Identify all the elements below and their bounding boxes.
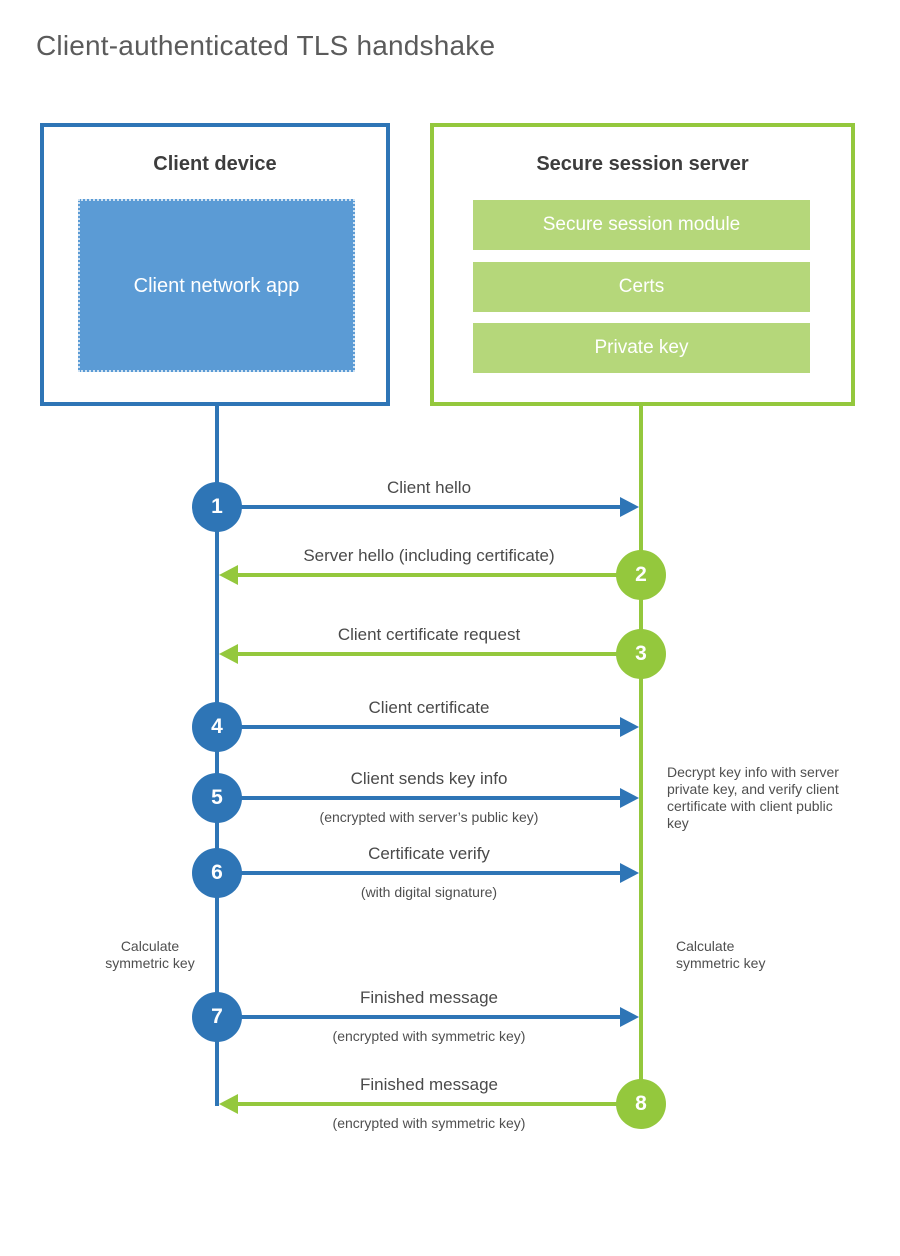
message-label: Server hello (including certificate) <box>303 546 555 565</box>
message-arrow-line <box>217 796 621 800</box>
arrow-left-icon <box>219 565 238 585</box>
message-label: Client hello <box>386 478 472 497</box>
calculate-symmetric-key-right-note: Calculate symmetric key <box>676 938 766 971</box>
step-number-badge: 6 <box>192 848 242 898</box>
decrypt-key-note: Decrypt key info with server private key… <box>667 764 839 831</box>
message-sublabel: (with digital signature) <box>360 884 498 900</box>
page-title: Client-authenticated TLS handshake <box>36 30 496 61</box>
client-device-box: Client device Client network app <box>40 123 390 406</box>
client-device-title: Client device <box>153 153 277 175</box>
message-label: Finished message <box>360 988 498 1007</box>
message-sublabel: (encrypted with server’s public key) <box>319 809 539 825</box>
step-number-badge: 8 <box>616 1079 666 1129</box>
secure-session-server-box: Secure session server Secure session mod… <box>430 123 855 406</box>
message-sublabel: (encrypted with symmetric key) <box>332 1115 526 1131</box>
message-label: Client certificate request <box>337 625 521 644</box>
calculate-symmetric-key-left-note: Calculate symmetric key <box>105 938 195 971</box>
arrow-right-icon <box>620 863 639 883</box>
message-arrow-line <box>217 505 621 509</box>
message-arrow-line <box>217 1015 621 1019</box>
step-number-badge: 7 <box>192 992 242 1042</box>
arrow-right-icon <box>620 788 639 808</box>
arrow-right-icon <box>620 1007 639 1027</box>
message-arrow-line <box>237 652 641 656</box>
message-arrow-line <box>237 573 641 577</box>
arrow-right-icon <box>620 497 639 517</box>
step-number-badge: 1 <box>192 482 242 532</box>
secure-session-server-title: Secure session server <box>536 153 749 175</box>
message-label: Certificate verify <box>368 844 490 863</box>
message-arrow-line <box>217 871 621 875</box>
message-label: Client sends key info <box>350 769 508 788</box>
server-module-bar: Secure session module <box>473 200 810 250</box>
message-label: Client certificate <box>368 698 490 717</box>
message-label: Finished message <box>360 1075 498 1094</box>
message-arrow-line <box>237 1102 641 1106</box>
client-network-app-box: Client network app <box>78 199 355 372</box>
server-certs-bar: Certs <box>473 262 810 312</box>
step-number-badge: 5 <box>192 773 242 823</box>
arrow-left-icon <box>219 644 238 664</box>
step-number-badge: 4 <box>192 702 242 752</box>
server-private-key-bar: Private key <box>473 323 810 373</box>
client-lifeline <box>215 405 219 1106</box>
arrow-left-icon <box>219 1094 238 1114</box>
message-arrow-line <box>217 725 621 729</box>
message-sublabel: (encrypted with symmetric key) <box>332 1028 526 1044</box>
client-network-app-label: Client network app <box>133 274 300 297</box>
step-number-badge: 2 <box>616 550 666 600</box>
step-number-badge: 3 <box>616 629 666 679</box>
server-lifeline <box>639 405 643 1110</box>
arrow-right-icon <box>620 717 639 737</box>
